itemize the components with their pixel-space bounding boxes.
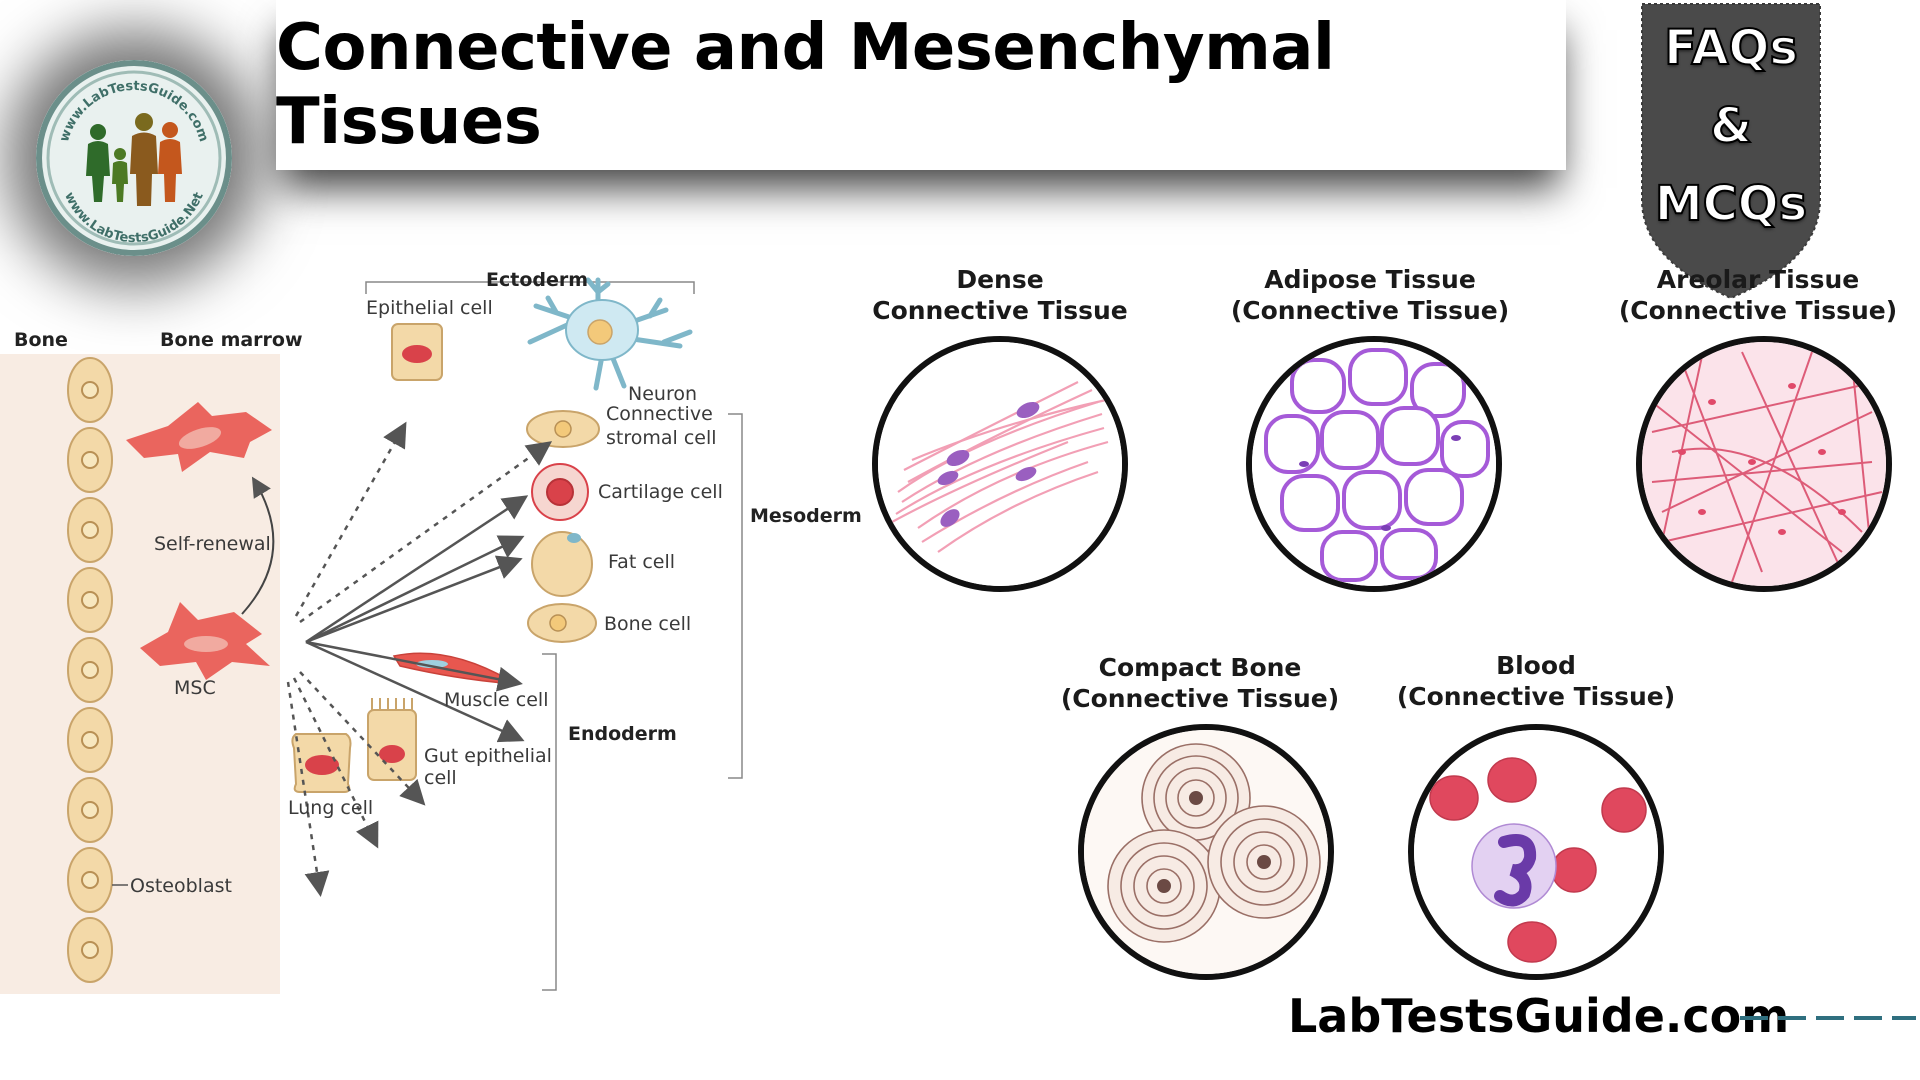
family-silhouette <box>86 113 182 206</box>
neuron-icon <box>527 277 693 391</box>
osteoblast-column <box>67 357 113 983</box>
areolar-tissue-illustration <box>1642 342 1886 586</box>
label-muscle-cell: Muscle cell <box>444 689 549 711</box>
label-osteoblast: Osteoblast <box>130 875 232 897</box>
tissue-adipose-subtitle: (Connective Tissue) <box>1230 296 1510 325</box>
label-gut-epithelial-2: cell <box>424 767 457 789</box>
diagram-graphics <box>0 277 743 994</box>
label-fat-cell: Fat cell <box>608 551 676 573</box>
footer-site-name[interactable]: LabTestsGuide.com <box>1288 989 1790 1043</box>
tissue-blood-title: Blood <box>1496 651 1576 680</box>
tissue-compact-bone-subtitle: (Connective Tissue) <box>1060 684 1340 713</box>
label-connective-stromal-1: Connective <box>606 403 713 425</box>
bone-marrow-background <box>0 354 280 994</box>
site-logo[interactable]: www.LabTestsGuide.com www.LabTestsGuide.… <box>36 60 232 256</box>
tissue-circle-dense[interactable] <box>872 336 1128 592</box>
tissue-label-areolar: Areolar Tissue (Connective Tissue) <box>1608 264 1908 326</box>
dashed-differentiation-arrows <box>286 421 553 897</box>
dense-tissue-illustration <box>878 342 1122 586</box>
self-renewal-arrow <box>241 476 275 615</box>
tissue-compact-bone-title: Compact Bone <box>1098 653 1302 682</box>
badge-ampersand: & <box>1709 97 1753 155</box>
label-endoderm: Endoderm <box>568 723 677 745</box>
msc-differentiation-diagram: Bone Bone marrow Self-renewal MSC Osteob… <box>0 262 862 1002</box>
white-blood-cell-icon <box>1471 823 1557 909</box>
tissue-areolar-subtitle: (Connective Tissue) <box>1618 296 1898 325</box>
tissue-label-adipose: Adipose Tissue (Connective Tissue) <box>1220 264 1520 326</box>
family-logo-icon: www.LabTestsGuide.com www.LabTestsGuide.… <box>36 60 232 256</box>
badge-shape-icon <box>1641 3 1821 300</box>
label-neuron: Neuron <box>628 383 698 405</box>
mesoderm-bracket <box>728 413 743 779</box>
tissue-circle-blood[interactable] <box>1408 724 1664 980</box>
fat-cell-icon <box>531 531 593 597</box>
label-gut-epithelial-1: Gut epithelial <box>424 745 552 767</box>
tissue-adipose-title: Adipose Tissue <box>1264 265 1476 294</box>
tissue-circle-compact-bone[interactable] <box>1078 724 1334 980</box>
compact-bone-illustration <box>1084 730 1328 974</box>
gut-epithelial-cell-icon <box>367 698 417 781</box>
tissue-circle-adipose[interactable] <box>1246 336 1502 592</box>
label-epithelial-cell: Epithelial cell <box>366 297 493 319</box>
endoderm-bracket <box>542 653 557 991</box>
label-mesoderm: Mesoderm <box>750 505 862 527</box>
label-ectoderm: Ectoderm <box>486 269 589 291</box>
tissue-areolar-title: Areolar Tissue <box>1656 265 1860 294</box>
tissue-circle-areolar[interactable] <box>1636 336 1892 592</box>
title-banner: Connective and Mesenchymal Tissues <box>276 0 1566 170</box>
adipose-tissue-illustration <box>1252 342 1496 586</box>
label-cartilage-cell: Cartilage cell <box>598 481 723 503</box>
tissue-dense-title: Dense <box>956 265 1044 294</box>
tissue-label-compact-bone: Compact Bone (Connective Tissue) <box>1050 652 1350 714</box>
differentiation-arrows <box>305 495 529 743</box>
tissue-blood-subtitle: (Connective Tissue) <box>1396 682 1676 711</box>
blood-illustration <box>1414 730 1658 974</box>
tissue-dense-subtitle: Connective Tissue <box>872 296 1128 325</box>
tissue-label-blood: Blood (Connective Tissue) <box>1386 650 1686 712</box>
badge-faqs: FAQs <box>1663 19 1799 77</box>
tissue-label-dense: Dense Connective Tissue <box>850 264 1150 326</box>
page-title: Connective and Mesenchymal Tissues <box>276 11 1335 159</box>
footer-dash-line <box>1740 1016 1916 1020</box>
label-bone: Bone <box>14 329 68 351</box>
badge-mcqs: MCQs <box>1654 175 1808 233</box>
label-lung-cell: Lung cell <box>288 797 374 819</box>
label-msc: MSC <box>174 677 216 699</box>
label-bone-cell: Bone cell <box>604 613 692 635</box>
label-bone-marrow: Bone marrow <box>160 329 303 351</box>
faq-mcq-badge[interactable]: FAQs & MCQs <box>1636 0 1826 300</box>
ectoderm-bracket <box>365 281 695 294</box>
label-connective-stromal-2: stromal cell <box>606 427 717 449</box>
label-self-renewal: Self-renewal <box>154 533 271 555</box>
